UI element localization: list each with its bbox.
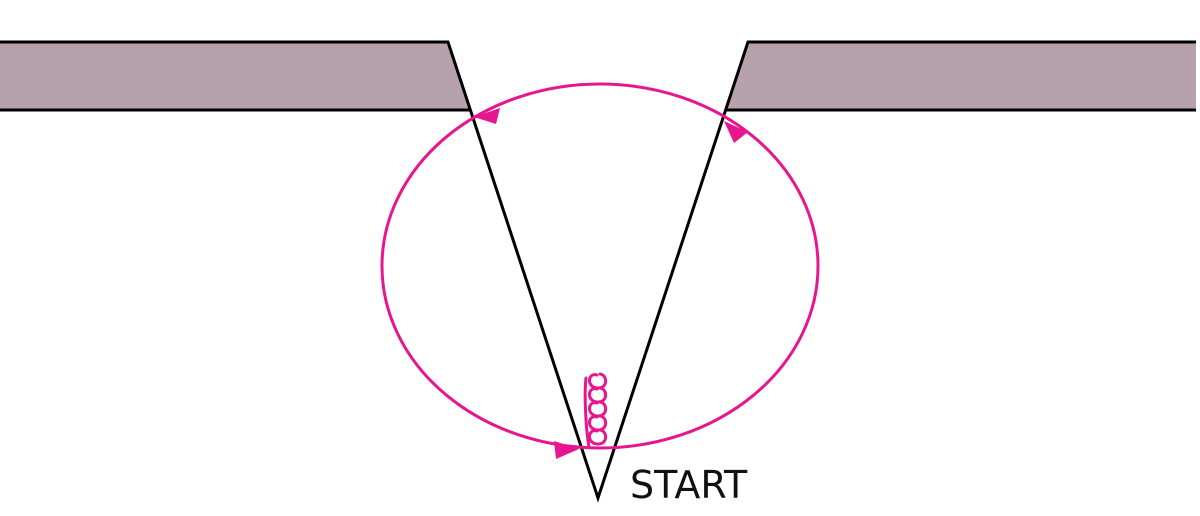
groove-outline [0,40,1196,503]
fabric-right [725,42,1196,110]
arrow-bottom-icon [554,441,579,459]
coil-icon [583,372,608,449]
arrow-top-right-icon [724,121,748,143]
arrow-top-left-icon [474,108,500,124]
stitch-loop [380,82,820,450]
start-label: START [630,463,748,507]
fabric-left [0,42,471,110]
